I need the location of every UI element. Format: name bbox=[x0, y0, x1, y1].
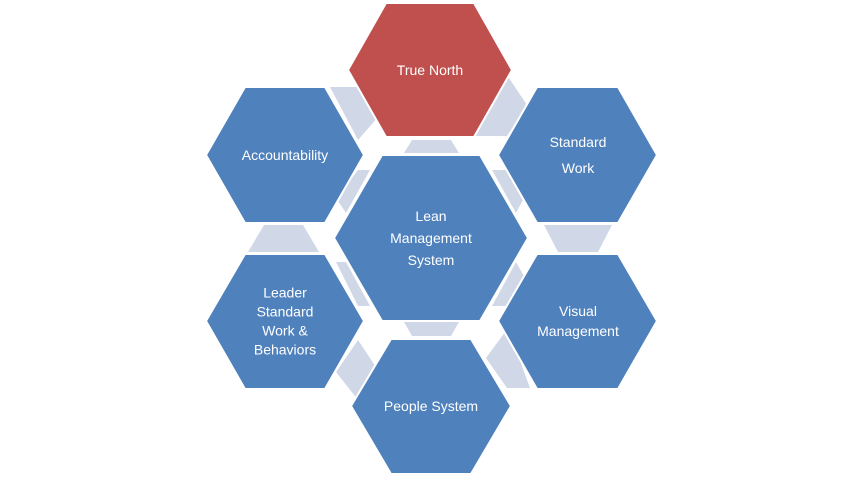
hex-people-system-label: People System bbox=[384, 398, 478, 414]
hex-label-line: Leader bbox=[263, 285, 307, 301]
hex-true-north-label: True North bbox=[397, 62, 463, 78]
hex-label-line: Lean bbox=[415, 208, 446, 224]
connector-leader-center bbox=[336, 262, 370, 306]
hex-label-line: Behaviors bbox=[254, 342, 316, 358]
hex-label-line: Visual bbox=[559, 303, 597, 319]
hex-leader-standard-work-shape bbox=[204, 253, 366, 390]
hex-people-system-shape bbox=[349, 338, 513, 475]
hex-visual-management-shape bbox=[496, 253, 659, 390]
connector-accountability-center bbox=[336, 170, 370, 213]
hex-label-line: Management bbox=[390, 230, 472, 246]
hex-label-line: True North bbox=[397, 62, 463, 78]
hex-label-line: System bbox=[408, 252, 455, 268]
hex-label-line: Management bbox=[537, 323, 619, 339]
connector-truenorth-standardwork bbox=[474, 72, 527, 136]
connector-accountability-leader bbox=[248, 225, 319, 252]
connector-center-standardwork bbox=[492, 170, 524, 213]
connector-center-peoplesystem bbox=[404, 322, 459, 336]
hex-label-line: People System bbox=[384, 398, 478, 414]
hex-label-line: Accountability bbox=[242, 147, 328, 163]
hex-true-north[interactable]: True North bbox=[346, 2, 514, 138]
connector-peoplesystem-visualmanagement bbox=[486, 328, 530, 388]
connector-standardwork-visualmanagement bbox=[544, 225, 612, 252]
hex-true-north-shape bbox=[346, 2, 514, 138]
hex-label-line: Standard bbox=[550, 134, 607, 150]
hex-standard-work-shape bbox=[496, 86, 659, 224]
connector-center-visualmanagement bbox=[492, 262, 524, 306]
hex-accountability-shape bbox=[204, 86, 366, 224]
hex-accountability[interactable]: Accountability bbox=[204, 86, 366, 224]
hex-label-line: Work & bbox=[262, 323, 308, 339]
hex-center-shape bbox=[332, 154, 530, 322]
hex-accountability-label: Accountability bbox=[242, 147, 328, 163]
hex-label-line: Work bbox=[562, 160, 595, 176]
hex-people-system[interactable]: People System bbox=[349, 338, 513, 475]
connector-truenorth-center bbox=[404, 140, 459, 153]
hex-label-line: Standard bbox=[257, 304, 314, 320]
